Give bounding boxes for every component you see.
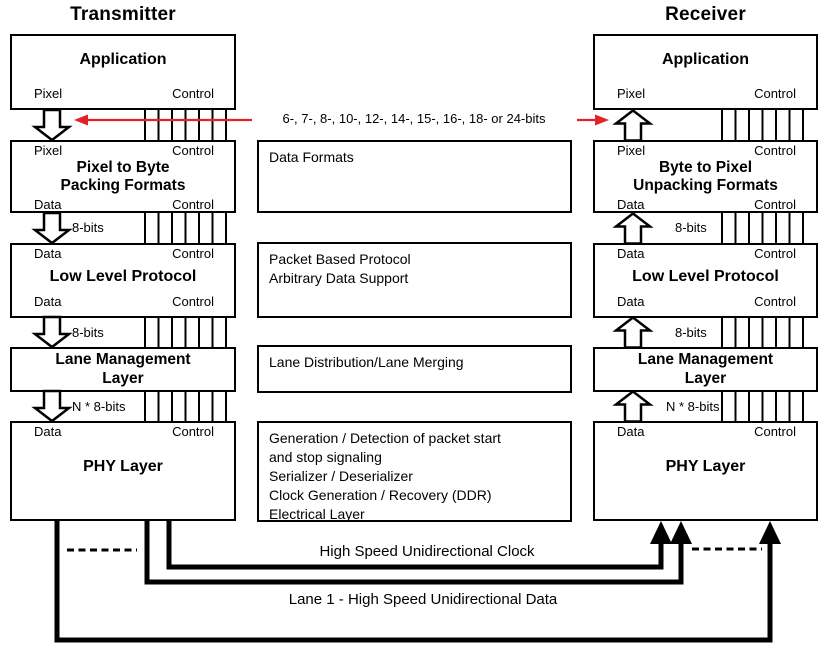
tx-application-ports: Pixel Control [12,85,234,108]
port-label-control: Control [754,143,796,158]
port-label-data: Data [34,294,62,309]
port-label-control: Control [172,424,214,439]
port-label-control: Control [172,196,214,212]
lane1-data-line-label: Lane 1 - High Speed Unidirectional Data [288,591,558,608]
rx-lane-management-box: Lane Management Layer [593,347,818,392]
port-label-data: Data [34,424,62,439]
port-label-control: Control [754,86,796,101]
rx-application-box: Application Pixel Control [593,34,818,110]
port-label-control: Control [754,294,796,309]
port-label-control: Control [172,86,214,101]
rx-low-level-protocol-label: Low Level Protocol [632,268,779,286]
tx-phy-box: Data Control PHY Layer [10,421,236,521]
rx-application-label: Application [661,51,750,69]
rx-bus-8bits-label: 8-bits [675,325,707,340]
lane-1-data-line [54,521,781,643]
rx-bus-8bits-label: 8-bits [675,220,707,235]
rx-low-level-protocol-box: Data Control Low Level Protocol Data Con… [593,243,818,318]
port-label-data: Data [34,246,62,261]
transmitter-title: Transmitter [70,4,176,25]
port-label-pixel: Pixel [617,86,646,101]
tx-application-box: Application Pixel Control [10,34,236,110]
clock-line-label: High Speed Unidirectional Clock [319,543,535,560]
rx-phy-box: Data Control PHY Layer [593,421,818,521]
rx-phy-label: PHY Layer [665,458,746,476]
port-label-pixel: Pixel [34,143,63,158]
tx-low-level-protocol-label: Low Level Protocol [49,268,197,286]
tx-bus-8bits-label: 8-bits [72,325,104,340]
tx-packing-box: Pixel Control Pixel to Byte Packing Form… [10,140,236,213]
port-label-data: Data [617,424,645,439]
note-data-formats: Data Formats [257,140,572,213]
port-label-control: Control [754,196,796,212]
tx-low-level-protocol-box: Data Control Low Level Protocol Data Con… [10,243,236,318]
port-label-control: Control [754,424,796,439]
tx-application-label: Application [79,51,167,69]
tx-bus-8bits-label: 8-bits [72,220,104,235]
receiver-title: Receiver [665,4,746,25]
tx-bus-n8bits-label: N * 8-bits [72,399,126,414]
rx-bus-n8bits-label: N * 8-bits [666,399,720,414]
note-lane-distribution: Lane Distribution/Lane Merging [257,345,572,393]
note-packet-protocol: Packet Based Protocol Arbitrary Data Sup… [257,242,572,318]
port-label-data: Data [617,196,645,212]
port-label-control: Control [754,246,796,261]
port-label-pixel: Pixel [617,143,646,158]
port-label-control: Control [172,294,214,309]
rx-unpacking-label: Byte to Pixel Unpacking Formats [633,159,778,195]
tx-lane-management-box: Lane Management Layer [10,347,236,392]
rx-unpacking-box: Pixel Control Byte to Pixel Unpacking Fo… [593,140,818,213]
bits-range-label: 6-, 7-, 8-, 10-, 12-, 14-, 15-, 16-, 18-… [282,111,546,126]
port-label-control: Control [172,143,214,158]
port-label-data: Data [617,246,645,261]
tx-lane-management-label: Lane Management Layer [55,351,191,387]
rx-lane-management-label: Lane Management Layer [637,351,774,387]
tx-packing-label: Pixel to Byte Packing Formats [60,159,186,195]
port-label-pixel: Pixel [34,86,63,101]
port-label-data: Data [617,294,645,309]
tx-phy-label: PHY Layer [83,458,163,476]
port-label-data: Data [34,196,62,212]
port-label-control: Control [172,246,214,261]
note-phy-functions: Generation / Detection of packet start a… [257,421,572,522]
